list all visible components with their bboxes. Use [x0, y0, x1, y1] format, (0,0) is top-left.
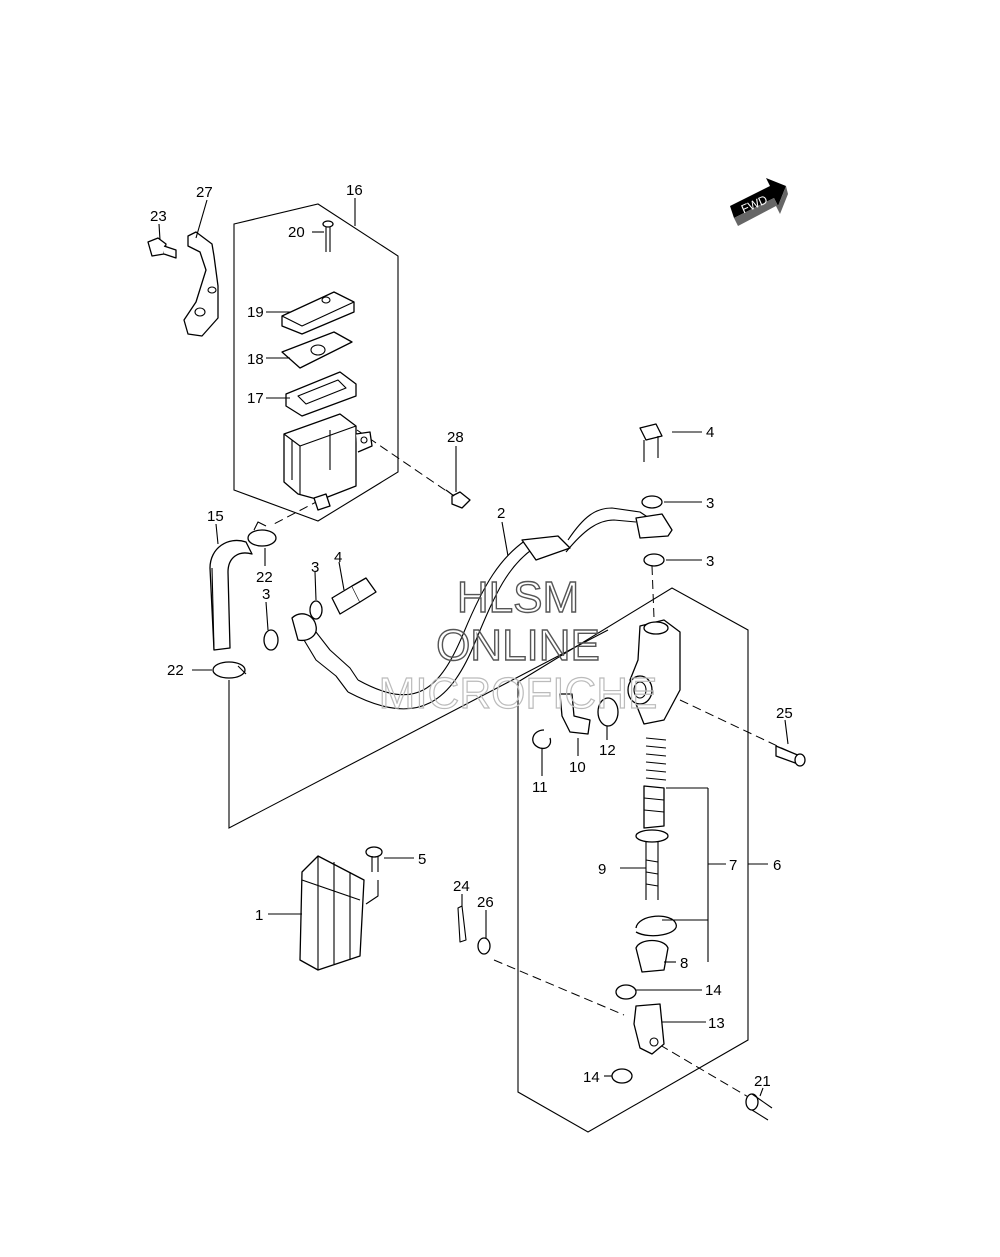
watermark-line2: ONLINE [436, 621, 600, 670]
label-7: 7 [729, 857, 737, 874]
dash-16-bottom [271, 499, 321, 526]
fwd-arrow-icon: FWD [730, 178, 788, 226]
label-3-left: 3 [262, 586, 270, 603]
label-15: 15 [207, 508, 224, 525]
label-20: 20 [288, 224, 305, 241]
part-11-circlip [532, 729, 552, 750]
part-13-clevis [633, 1003, 665, 1055]
label-2: 2 [497, 505, 505, 522]
label-8: 8 [680, 955, 688, 972]
watermark-line3: MICROFICHE [379, 669, 658, 718]
group-box-16 [233, 203, 399, 522]
label-28: 28 [447, 429, 464, 446]
label-22-top: 22 [256, 569, 273, 586]
label-17: 17 [247, 390, 264, 407]
label-21: 21 [754, 1073, 771, 1090]
label-3-right-top: 3 [706, 495, 714, 512]
part-17-diaphragm [285, 371, 357, 417]
dash-3-top [651, 565, 655, 619]
label-3-right-bottom: 3 [706, 553, 714, 570]
label-14-top: 14 [705, 982, 722, 999]
part-3-washer-right-bottom [643, 553, 665, 567]
part-4-bolt-right [639, 423, 663, 462]
hose-group-outline [228, 629, 609, 829]
label-16: 16 [346, 182, 363, 199]
label-6: 6 [773, 857, 781, 874]
part-23-bolt [147, 237, 177, 259]
part-4-bolt-left [331, 577, 377, 615]
part-12-o-ring [597, 697, 619, 727]
label-26: 26 [477, 894, 494, 911]
label-5: 5 [418, 851, 426, 868]
label-22-bottom: 22 [167, 662, 184, 679]
part-25-bolt [775, 745, 806, 767]
label-3-mid: 3 [311, 559, 319, 576]
part-circlip-lower [635, 915, 677, 937]
part-18-plate [281, 331, 353, 369]
part-labels: 27 23 16 20 19 18 17 28 15 22 3 3 4 22 2… [150, 182, 793, 1090]
label-19: 19 [247, 304, 264, 321]
group-box-6 [517, 587, 749, 1133]
label-13: 13 [708, 1015, 725, 1032]
part-6-master-cylinder [627, 619, 681, 725]
part-3-washer-right-top [641, 495, 663, 509]
part-16-reservoir [283, 413, 373, 511]
watermark-line1: HLSM [457, 573, 579, 622]
dash-25 [679, 699, 791, 753]
part-8-boot [635, 939, 669, 973]
label-24: 24 [453, 878, 470, 895]
part-3-washer-left [263, 629, 279, 651]
label-4-left: 4 [334, 549, 342, 566]
part-20-screw [322, 220, 334, 252]
leader-lines [158, 198, 789, 1097]
label-18: 18 [247, 351, 264, 368]
label-14-bottom: 14 [583, 1069, 600, 1086]
part-10-fitting [559, 693, 591, 735]
part-2-hose [291, 507, 673, 710]
part-24-cotter-pin [457, 905, 467, 943]
part-14-nut-top [615, 984, 637, 1000]
part-28-bolt [445, 489, 471, 509]
part-1-cover [299, 855, 365, 971]
part-5-screw [365, 846, 383, 905]
part-7-piston-spring [643, 737, 667, 829]
dash-26-13 [493, 959, 625, 1016]
label-25: 25 [776, 705, 793, 722]
part-27-bracket [183, 231, 219, 337]
label-9: 9 [598, 861, 606, 878]
part-9-push-rod [635, 829, 669, 900]
dash-21 [659, 1044, 751, 1099]
part-3-washer-mid [309, 600, 323, 620]
label-1: 1 [255, 907, 263, 924]
part-19-cap [281, 291, 355, 335]
label-11: 11 [532, 779, 548, 796]
part-21-pin [745, 1093, 773, 1121]
part-22-clamp-bottom [212, 661, 247, 679]
label-12: 12 [599, 742, 616, 759]
watermark: HLSM ONLINE MICROFICHE [378, 572, 658, 718]
label-23: 23 [150, 208, 167, 225]
part-22-clamp-top [247, 521, 277, 547]
dash-28 [356, 429, 449, 493]
part-15-hose [209, 539, 253, 651]
label-4-right: 4 [706, 424, 714, 441]
label-27: 27 [196, 184, 213, 201]
label-10: 10 [569, 759, 586, 776]
part-26-washer [477, 937, 491, 955]
part-14-nut-bottom [611, 1068, 633, 1084]
